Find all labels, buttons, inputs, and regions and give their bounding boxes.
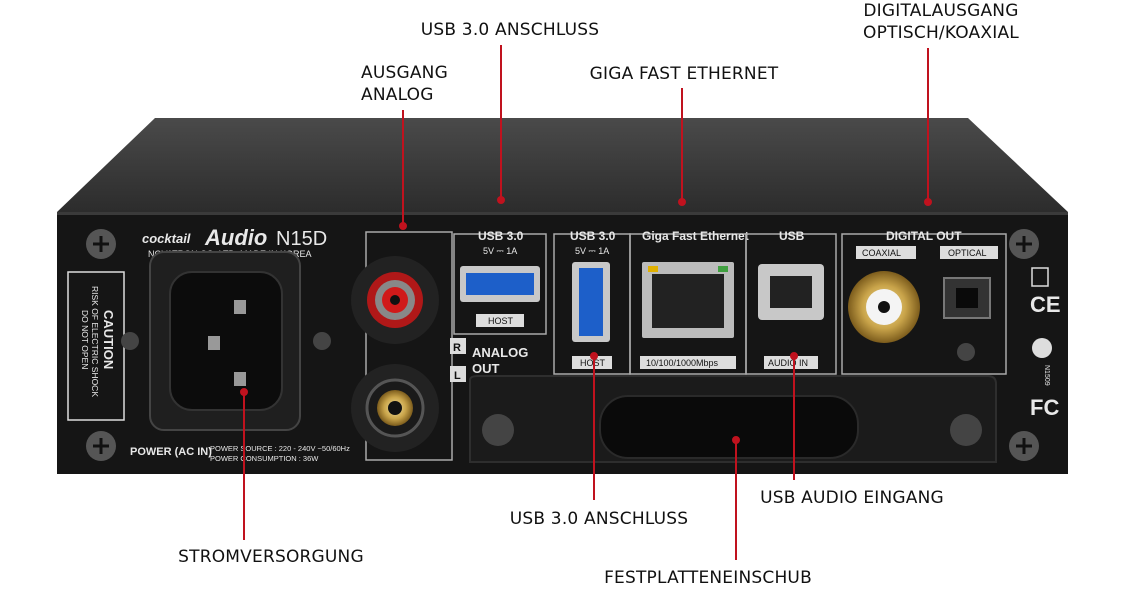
callout-usb-audio: USB AUDIO EINGANG <box>760 487 944 509</box>
screw-digital <box>957 343 975 361</box>
usb-audio-in: AUDIO IN <box>768 358 808 368</box>
callout-analog-line1: AUSGANG <box>361 63 448 83</box>
analog-out-label-1: ANALOG <box>472 345 528 360</box>
svg-text:RISK OF ELECTRIC SHOCK: RISK OF ELECTRIC SHOCK <box>90 286 100 397</box>
screw-power-right <box>313 332 331 350</box>
ethernet-port <box>642 262 734 338</box>
usb-b-frame <box>745 233 837 375</box>
callout-hdd-text: FESTPLATTENEINSCHUB <box>604 568 812 588</box>
caution-label: CAUTION RISK OF ELECTRIC SHOCK DO NOT OP… <box>67 271 125 421</box>
ce-mark: CE <box>1030 292 1061 317</box>
callout-power: STROMVERSORGUNG <box>178 546 364 568</box>
chassis-top <box>57 118 1068 212</box>
analog-l-label: L <box>454 370 461 382</box>
hdd-tray <box>469 375 997 463</box>
callout-analog-line2: ANALOG <box>361 85 434 105</box>
rca-right-jack <box>351 256 439 344</box>
callout-analog-out: AUSGANG ANALOG <box>361 62 448 106</box>
callout-usb-bottom-text: USB 3.0 ANSCHLUSS <box>509 509 689 529</box>
weee-icon <box>1031 267 1049 287</box>
power-inlet <box>149 251 301 431</box>
callout-usb-audio-text: USB AUDIO EINGANG <box>760 488 944 508</box>
usb30-a-title: USB 3.0 <box>478 229 524 243</box>
optical-label: OPTICAL <box>948 248 987 258</box>
analog-out-label-2: OUT <box>472 361 500 376</box>
analog-r-label: R <box>453 342 461 354</box>
callout-ethernet-text: GIGA FAST ETHERNET <box>589 64 779 84</box>
callout-digital-line2: OPTISCH/KOAXIAL <box>863 23 1019 43</box>
usb30-a-host: HOST <box>488 316 514 326</box>
coaxial-jack <box>848 271 920 343</box>
usb-b-port <box>758 264 824 320</box>
usb30-a-spec: 5V ⎓ 1A <box>483 246 517 256</box>
cert-icon <box>1032 338 1052 358</box>
callout-usb-bottom: USB 3.0 ANSCHLUSS <box>510 508 689 530</box>
leader-lines <box>240 45 932 560</box>
callout-hdd: FESTPLATTENEINSCHUB <box>604 567 812 589</box>
ethernet-speed: 10/100/1000Mbps <box>646 358 719 368</box>
callout-usb-top-text: USB 3.0 ANSCHLUSS <box>420 20 600 40</box>
usb30-a-port <box>460 266 540 302</box>
model-name: N15D <box>276 228 327 250</box>
cert-code: N1509 <box>1043 365 1050 386</box>
digital-out-title: DIGITAL OUT <box>886 229 962 243</box>
ethernet-title: Giga Fast Ethernet <box>642 229 749 243</box>
power-source: POWER SOURCE : 220 - 240V ~50/60Hz <box>210 444 350 453</box>
brand-main: Audio <box>204 225 267 250</box>
screw-top-left <box>86 229 116 259</box>
usb-b-title: USB <box>779 229 805 243</box>
fc-mark: FC <box>1030 395 1059 420</box>
callout-usb-top: USB 3.0 ANSCHLUSS <box>421 19 600 41</box>
usb30-b-port <box>572 262 610 342</box>
callout-ethernet: GIGA FAST ETHERNET <box>590 63 779 85</box>
rca-left-jack <box>351 364 439 452</box>
screw-top-right <box>1009 229 1039 259</box>
svg-text:CAUTION: CAUTION <box>101 310 116 369</box>
usb30-b-host: HOST <box>580 358 606 368</box>
callout-power-text: STROMVERSORGUNG <box>178 547 364 567</box>
usb30-b-title: USB 3.0 <box>570 229 616 243</box>
callout-digital-out: DIGITALAUSGANG OPTISCH/KOAXIAL <box>863 0 1019 44</box>
brand-small: cocktail <box>142 231 191 246</box>
callout-digital-line1: DIGITALAUSGANG <box>863 1 1019 21</box>
screw-power-left <box>121 332 139 350</box>
optical-port <box>943 277 991 319</box>
usb30-b-spec: 5V ⎓ 1A <box>575 246 609 256</box>
svg-text:DO NOT OPEN: DO NOT OPEN <box>80 310 90 369</box>
screw-bottom-right <box>1009 431 1039 461</box>
usb30-a-frame <box>453 233 547 335</box>
coaxial-label: COAXIAL <box>862 248 901 258</box>
power-consumption: POWER CONSUMPTION : 36W <box>210 454 319 463</box>
power-label: POWER (AC IN) <box>130 446 212 458</box>
screw-bottom-left <box>86 431 116 461</box>
digital-out-frame <box>841 233 1007 375</box>
